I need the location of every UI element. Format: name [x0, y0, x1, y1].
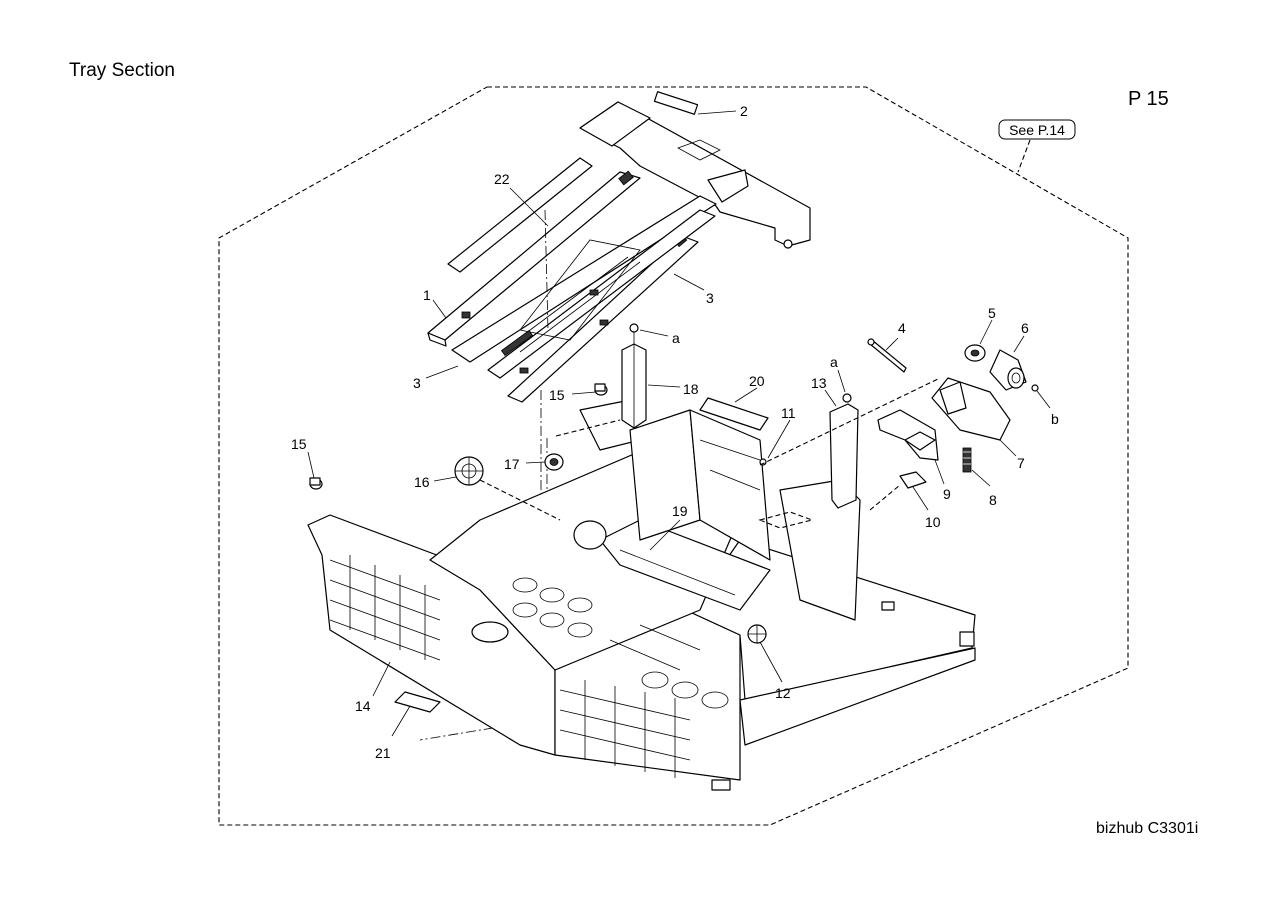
- callout-10: 10: [925, 514, 941, 530]
- reference-box: [998, 119, 1076, 140]
- callout-11: 11: [781, 405, 796, 421]
- part-9-bracket: [877, 409, 939, 461]
- part-b-ring: [1031, 384, 1039, 392]
- part-20-sheet: [699, 397, 769, 431]
- part-2-label-sheet: [653, 91, 699, 115]
- callouts: 2 22 1 3 3 a 18 15 15 16 17 20 1: [291, 103, 1059, 761]
- callout-3-lower: 3: [413, 375, 421, 391]
- reference-leader: [1017, 139, 1031, 173]
- callout-18: 18: [683, 381, 699, 397]
- callout-21: 21: [375, 745, 391, 761]
- callout-5: 5: [988, 305, 996, 321]
- reference-label: See P.14: [1009, 122, 1065, 138]
- callout-22: 22: [494, 171, 510, 187]
- part-1-guide-rail: [427, 170, 641, 347]
- part-21-label: [394, 691, 441, 713]
- part-5-gear: [964, 344, 986, 362]
- part-2-top-guide: [579, 91, 811, 249]
- callout-13: 13: [811, 375, 827, 391]
- part-15-roller-left: [309, 477, 323, 490]
- part-4-shaft: [867, 338, 907, 373]
- callout-a-right: a: [830, 354, 838, 370]
- assembly-line-16: [479, 479, 561, 521]
- part-11-pin: [759, 458, 767, 466]
- callout-16: 16: [414, 474, 430, 490]
- callout-14: 14: [355, 698, 371, 714]
- callout-3-upper: 3: [706, 290, 714, 306]
- callout-8: 8: [989, 492, 997, 508]
- callout-b: b: [1051, 411, 1059, 427]
- callout-7: 7: [1017, 455, 1025, 471]
- part-13-guide-post: [829, 393, 859, 509]
- callout-15-top: 15: [549, 387, 565, 403]
- callout-12: 12: [775, 685, 791, 701]
- callout-6: 6: [1021, 320, 1029, 336]
- part-19-lift-plate: [573, 519, 771, 611]
- center-line-22: [544, 209, 549, 331]
- section-title: Tray Section: [69, 60, 175, 81]
- part-7-roller-housing: [931, 377, 1011, 441]
- part-17-gear: [544, 453, 564, 471]
- assembly-line-17: [555, 419, 621, 437]
- part-8-spring: [962, 447, 972, 473]
- section-boundary: [218, 86, 1129, 826]
- callout-1: 1: [423, 287, 431, 303]
- callout-15-left: 15: [291, 436, 307, 452]
- part-16-gear: [454, 456, 484, 486]
- part-22-sheet: [447, 157, 593, 273]
- callout-4: 4: [898, 320, 906, 336]
- callout-19: 19: [672, 503, 688, 519]
- callout-17: 17: [504, 456, 520, 472]
- page-number: P 15: [1128, 88, 1169, 110]
- part-10-position: [758, 511, 814, 529]
- callout-20: 20: [749, 373, 765, 389]
- callout-a-left: a: [672, 330, 680, 346]
- callout-9: 9: [943, 486, 951, 502]
- part-15-roller-top: [594, 383, 608, 396]
- side-guide-walls: [579, 399, 861, 621]
- assembly-line-10: [869, 484, 901, 511]
- slide-plate-assembly: [451, 195, 717, 379]
- part-10-pad: [899, 471, 927, 489]
- callout-2: 2: [740, 103, 748, 119]
- assembly-line-11: [759, 377, 941, 466]
- part-18-guide-post: [621, 323, 647, 429]
- part-12-gear: [747, 624, 767, 644]
- part-6-roller: [989, 349, 1027, 391]
- model-name: bizhub C3301i: [1096, 820, 1199, 837]
